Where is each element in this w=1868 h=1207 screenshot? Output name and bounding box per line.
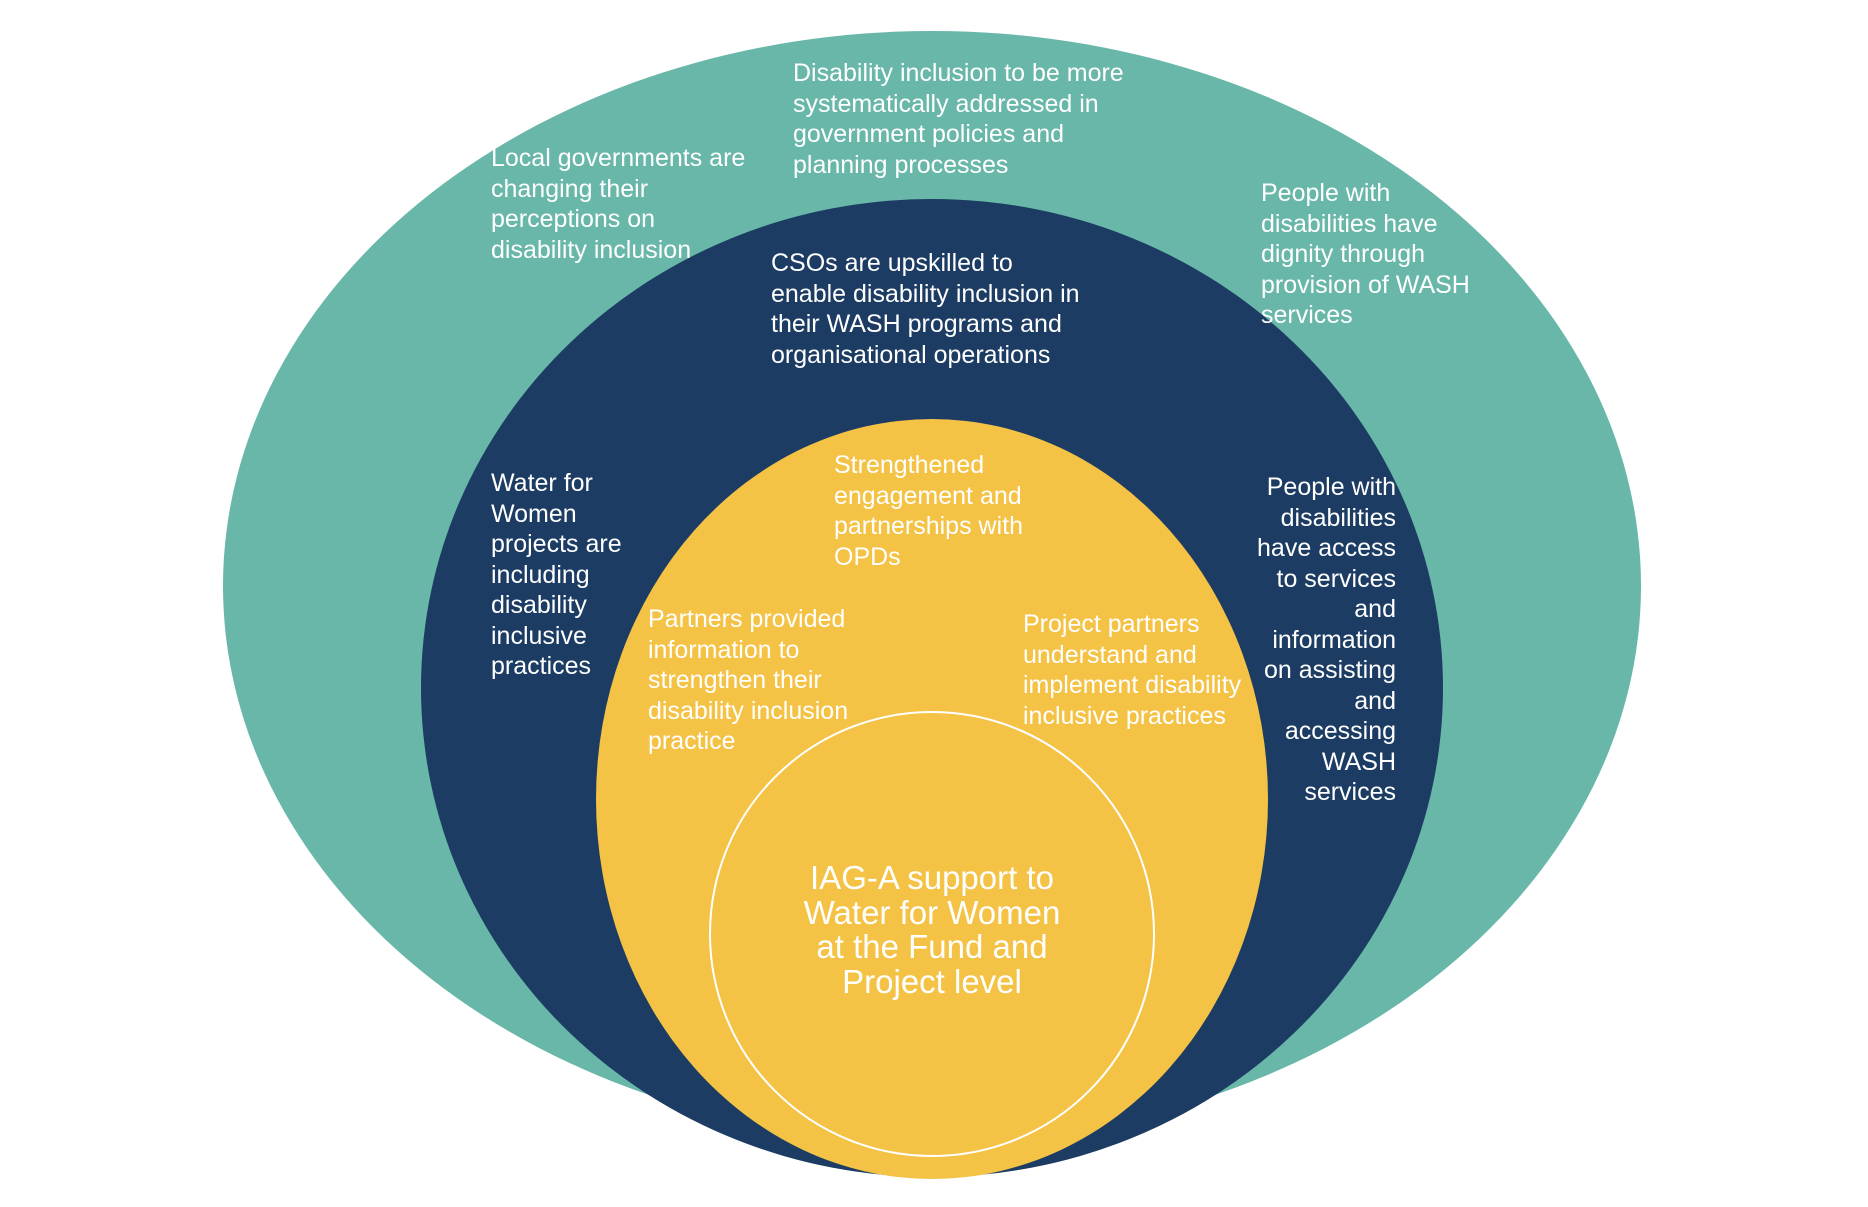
label-line: projects are [491, 530, 622, 558]
label-line: systematically addressed in [793, 89, 1099, 118]
label-line: disabilities [1280, 503, 1396, 532]
label-line: enable disability inclusion in [771, 279, 1080, 308]
label-line: Partners provided [648, 605, 846, 633]
outer-label-government-policies: Disability inclusion to be more systemat… [793, 58, 1124, 180]
label-line: provision of WASH [1261, 270, 1470, 299]
label-line: on assisting [1263, 656, 1396, 684]
label-line: perceptions on [491, 205, 656, 233]
label-line: practice [648, 727, 736, 755]
label-line: services [1261, 301, 1353, 329]
label-line: and [1354, 686, 1396, 715]
label-line: disability inclusion [491, 235, 692, 264]
label-line: information [1272, 625, 1396, 654]
middle-label-projects: Water for Women projects are including d… [491, 468, 622, 682]
label-line: government policies and [793, 120, 1064, 148]
core-label: IAG-A support to Water for Women at the … [712, 859, 1152, 1000]
label-line: accessing [1284, 717, 1396, 745]
inner-label-opds: Strengthened engagement and partnerships… [834, 450, 1023, 572]
label-line: organisational operations [771, 340, 1051, 369]
label-line: changing their [491, 174, 649, 203]
label-line: planning processes [793, 150, 1009, 179]
inner-label-project-partners: Project partners understand and implemen… [1023, 609, 1241, 731]
outer-label-local-governments: Local governments are changing their per… [491, 143, 745, 265]
label-line: Local governments are [491, 144, 746, 172]
label-line: disabilities have [1261, 209, 1438, 238]
label-line: have access [1257, 534, 1396, 562]
label-line: Project partners [1023, 610, 1200, 638]
label-line: inclusive [491, 621, 587, 650]
label-line: Water for [491, 469, 593, 497]
label-line: Women [491, 499, 577, 528]
label-line: understand and [1023, 640, 1197, 669]
label-line: implement disability [1023, 671, 1242, 699]
label-line: IAG-A support to [810, 859, 1054, 896]
label-line: partnerships with [834, 512, 1023, 540]
label-line: Strengthened [834, 451, 985, 479]
label-line: practices [491, 652, 592, 680]
label-line: People with [1261, 179, 1391, 207]
label-line: CSOs are upskilled to [771, 249, 1013, 277]
label-line: and [1354, 595, 1396, 623]
label-line: strengthen their [648, 666, 822, 694]
label-line: People with [1266, 473, 1396, 501]
outer-label-dignity: People with disabilities have dignity th… [1261, 178, 1470, 331]
label-line: Disability inclusion to be more [793, 59, 1124, 87]
label-line: their WASH programs and [771, 310, 1062, 338]
label-line: disability inclusion [648, 696, 849, 725]
label-line: disability [491, 591, 587, 619]
label-line: at the Fund and [816, 928, 1048, 965]
label-line: including [491, 560, 590, 589]
label-line: engagement and [834, 481, 1022, 510]
inner-ring [596, 419, 1268, 1179]
label-line: dignity through [1261, 240, 1426, 268]
middle-label-access: People with disabilities have access to … [1257, 472, 1396, 808]
label-line: to services [1276, 564, 1396, 593]
label-line: OPDs [834, 542, 901, 571]
middle-label-csos: CSOs are upskilled to enable disability … [771, 248, 1080, 370]
label-line: Water for Women [803, 893, 1061, 931]
core-circle [709, 711, 1155, 1157]
label-line: WASH [1321, 747, 1396, 776]
inner-label-partners-info: Partners provided information to strengt… [648, 604, 848, 757]
label-line: inclusive practices [1023, 701, 1226, 730]
label-line: Project level [842, 962, 1022, 1000]
label-line: services [1304, 778, 1396, 806]
label-line: information to [648, 635, 800, 664]
